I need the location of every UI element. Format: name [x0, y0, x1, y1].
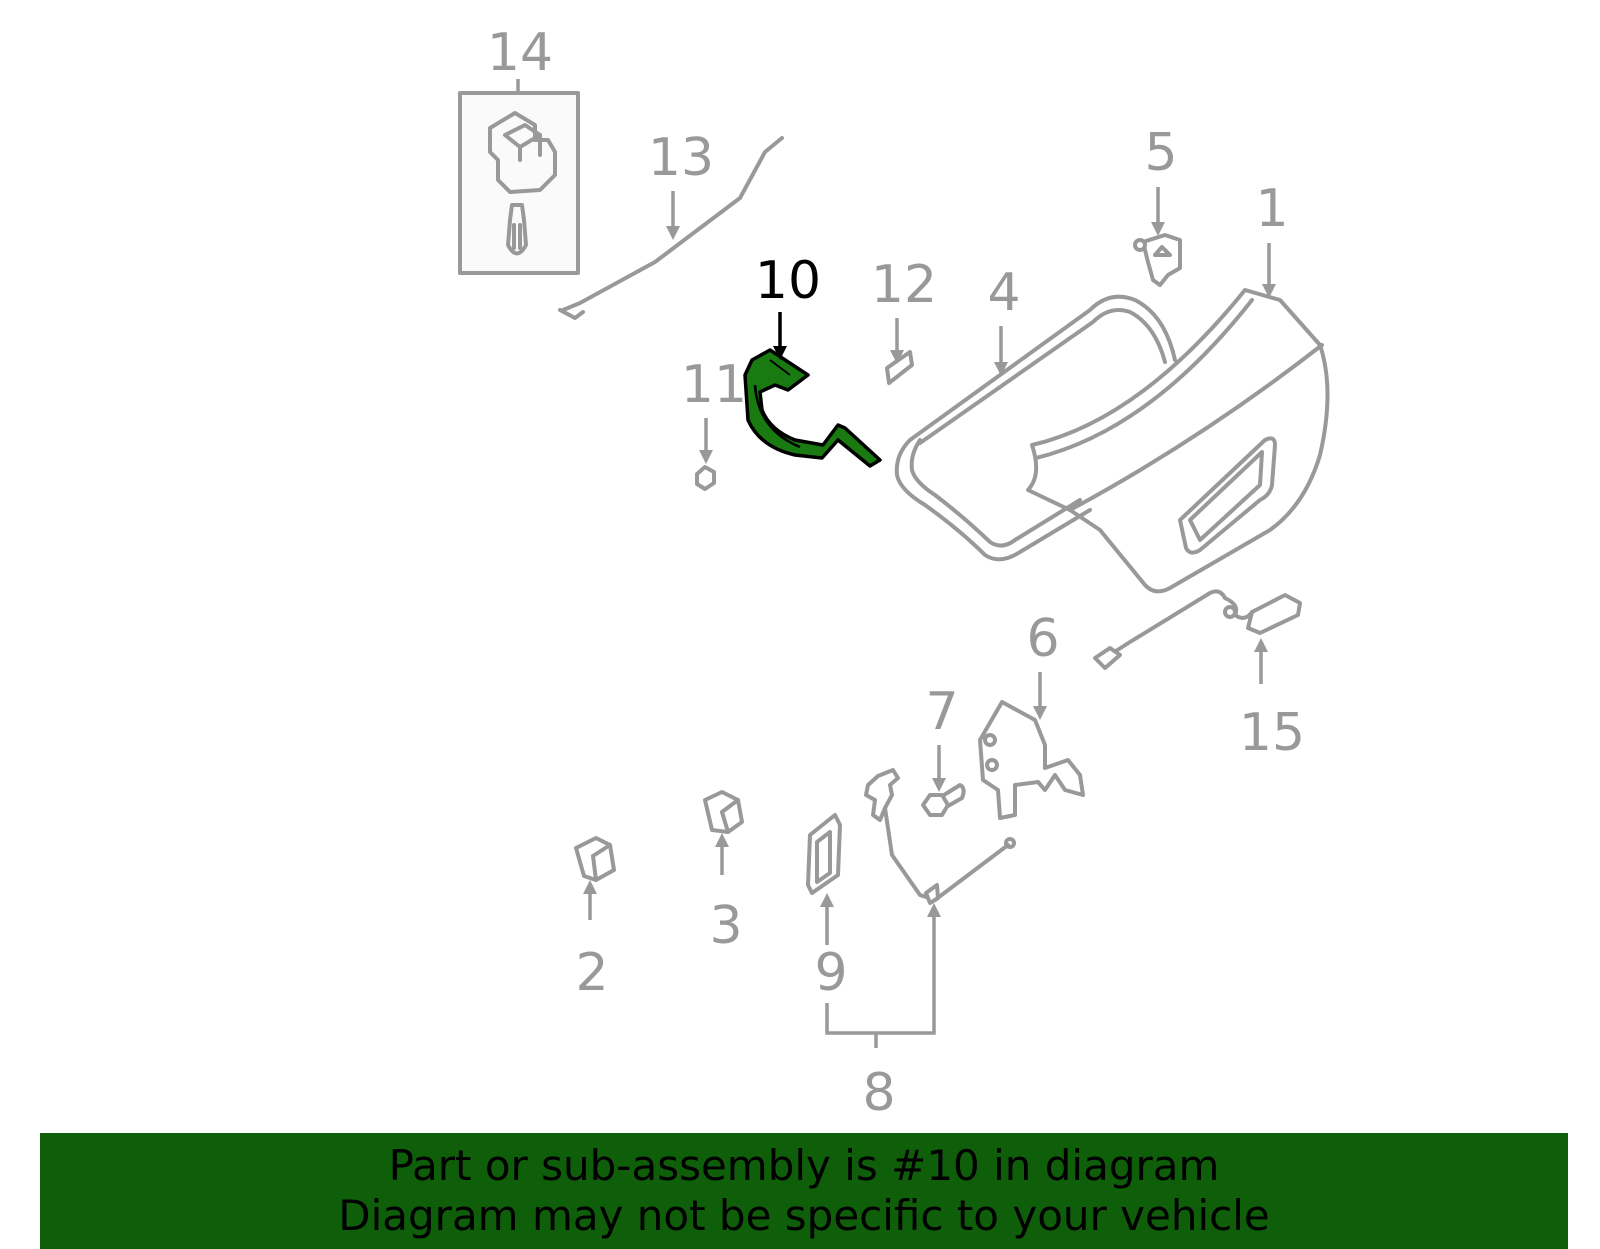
- part-14-bulb-socket: [458, 91, 580, 275]
- callout-5: 5: [1144, 123, 1177, 183]
- part-11-nut: [695, 465, 716, 491]
- callout-1: 1: [1255, 179, 1288, 239]
- callout-2: 2: [575, 943, 608, 1003]
- callout-7: 7: [925, 682, 958, 742]
- banner-line-disclaimer: Diagram may not be specific to your vehi…: [338, 1191, 1270, 1240]
- part-8-lock-assembly: [864, 768, 1016, 905]
- callout-6: 6: [1026, 609, 1059, 669]
- callout-3: 3: [709, 896, 742, 956]
- part-4-weatherstrip: [894, 294, 1177, 562]
- part-1-trunk-lid: [1026, 288, 1330, 594]
- part-5-bracket: [1133, 233, 1182, 287]
- part-2-clip: [574, 836, 616, 882]
- part-10-trunk-hinge: [743, 348, 882, 468]
- part-12-plate: [885, 350, 914, 385]
- leader-arrows-up: [583, 638, 1268, 1048]
- callout-8: 8: [862, 1063, 895, 1123]
- part-15-harness: [1093, 589, 1302, 670]
- callout-11: 11: [681, 355, 747, 415]
- callout-10[interactable]: 10: [755, 251, 821, 311]
- callout-4: 4: [987, 263, 1020, 323]
- callout-9: 9: [814, 943, 847, 1003]
- info-banner: Part or sub-assembly is #10 in diagram D…: [40, 1133, 1568, 1249]
- part-13-release-cable: [558, 136, 784, 320]
- leader-arrows: [516, 79, 1276, 792]
- banner-line-part-number: Part or sub-assembly is #10 in diagram: [388, 1141, 1220, 1190]
- callout-15: 15: [1239, 703, 1305, 763]
- part-7-bolt: [921, 783, 966, 817]
- callout-13: 13: [648, 128, 714, 188]
- callout-14: 14: [487, 23, 553, 83]
- callout-labels: 1 2 3 4 5 6 7 8 9 10 11 12 13 14 15: [487, 23, 1305, 1123]
- part-6-latch: [978, 700, 1085, 820]
- part-9-gasket: [806, 813, 842, 895]
- part-3-clip: [703, 790, 744, 834]
- callout-12: 12: [871, 255, 937, 315]
